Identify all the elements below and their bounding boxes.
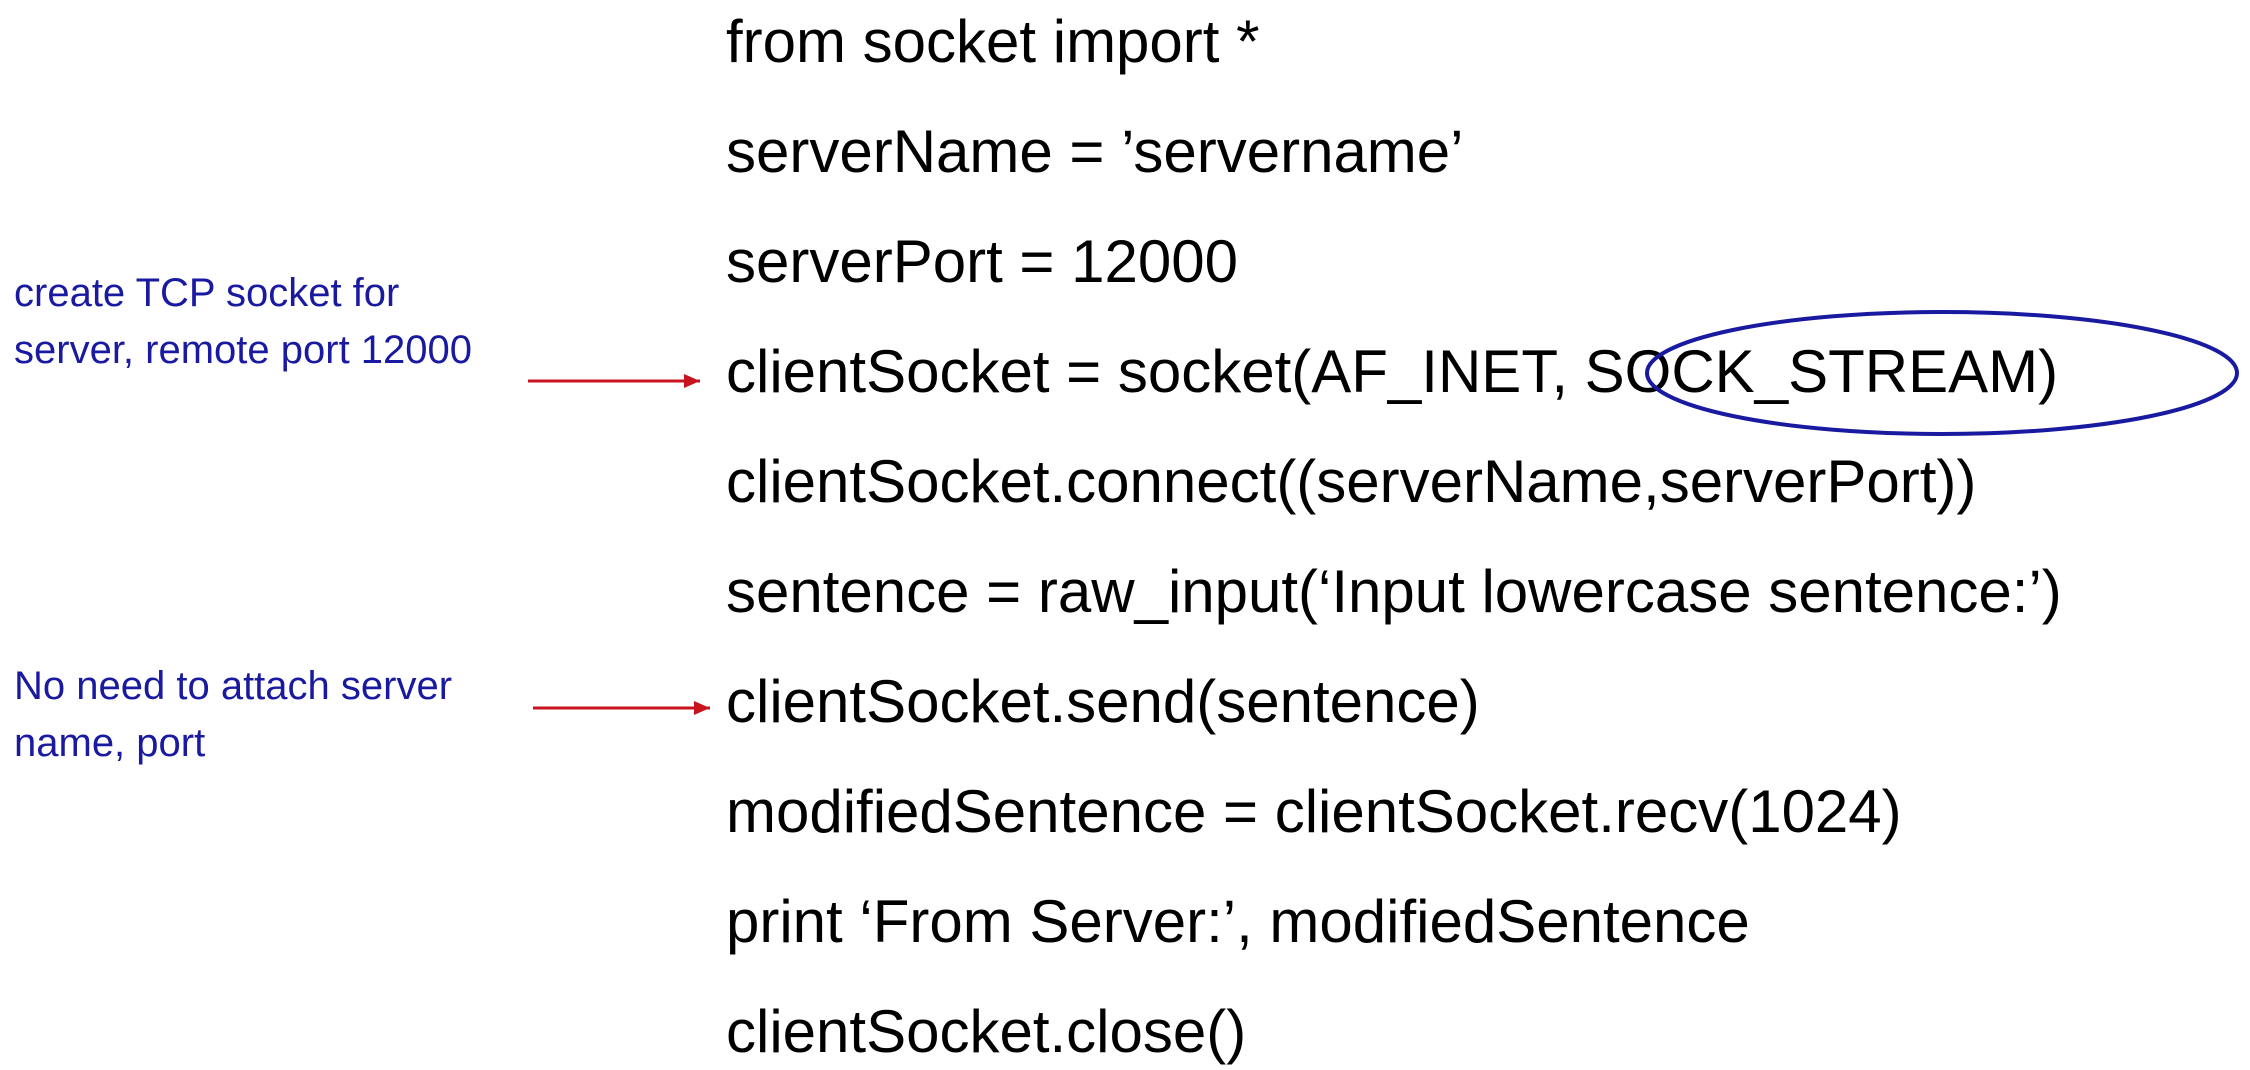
arrow-to-socket-head (684, 374, 700, 388)
code-line-9: print ‘From Server:’, modifiedSentence (726, 888, 1750, 955)
code-line-8: modifiedSentence = clientSocket.recv(102… (726, 778, 1902, 845)
annotation-no-server-name-line-1: No need to attach server (14, 664, 453, 708)
annotation-tcp-socket-line-1: create TCP socket for (14, 271, 400, 315)
code-line-4: clientSocket = socket(AF_INET, SOCK_STRE… (726, 338, 2059, 405)
code-line-6: sentence = raw_input(‘Input lowercase se… (726, 558, 2062, 625)
code-line-2: serverName = ’servername’ (726, 118, 1464, 185)
arrow-to-send-head (694, 701, 710, 715)
code-line-3: serverPort = 12000 (726, 228, 1238, 295)
code-line-7: clientSocket.send(sentence) (726, 668, 1480, 735)
annotation-no-server-name-line-2: name, port (14, 721, 206, 765)
code-line-1: from socket import * (726, 8, 1260, 75)
annotation-tcp-socket-line-2: server, remote port 12000 (14, 328, 473, 372)
code-line-10: clientSocket.close() (726, 998, 1247, 1065)
code-line-5: clientSocket.connect((serverName,serverP… (726, 448, 1977, 515)
